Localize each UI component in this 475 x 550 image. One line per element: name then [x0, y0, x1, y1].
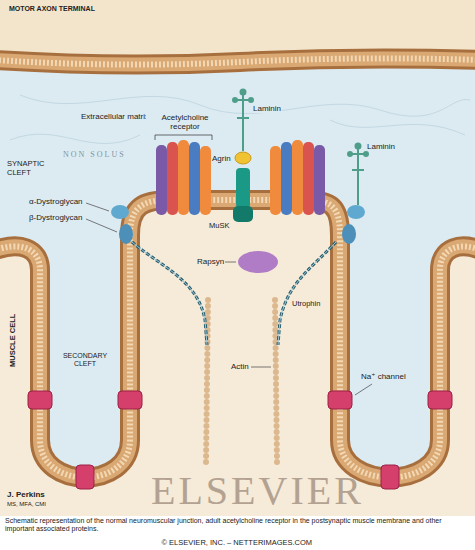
artist-credit: MS, MFA, CMI [6, 501, 47, 508]
laminin [233, 90, 368, 206]
laminin [364, 152, 368, 156]
protein-label: Na⁺ channel [360, 372, 407, 381]
acetylcholine-receptor [270, 146, 281, 215]
laminin [249, 98, 253, 102]
agrin [235, 152, 251, 164]
protein-label: β-Dystroglycan [28, 213, 84, 222]
region-label: SYNAPTIC CLEFT [6, 160, 54, 177]
matrix-fibers [330, 120, 465, 135]
acetylcholine-receptor [156, 140, 325, 215]
sodium-channel [28, 391, 52, 409]
protein-label: Utrophin [291, 300, 321, 309]
acetylcholine-receptor [178, 140, 189, 215]
protein-label: Agrin [211, 154, 232, 163]
actin-filament [206, 300, 277, 462]
axon-membrane [0, 58, 475, 64]
rapsyn [238, 251, 278, 273]
laminin [237, 117, 249, 119]
protein-label: Acetylcholine receptor [146, 113, 224, 131]
utrophin [132, 242, 336, 345]
leader-line [86, 203, 109, 211]
axon-membrane [0, 58, 475, 64]
acetylcholine-receptor [167, 142, 178, 215]
sodium-channel [76, 465, 94, 489]
leader-line [355, 384, 372, 395]
laminin [352, 169, 364, 171]
region-label: SECONDARY CLEFT [52, 352, 118, 368]
acetylcholine-receptor [292, 140, 303, 215]
matrix-fibers [10, 134, 140, 143]
receptor-bracket [155, 135, 212, 140]
muscle-cytoplasm [0, 200, 475, 516]
dystroglycan [111, 205, 365, 244]
muscle-membrane [0, 200, 475, 478]
actin-filament [275, 300, 277, 462]
muscle-membrane [0, 200, 475, 478]
protein-label: MuSK [208, 222, 230, 231]
leader-line [86, 219, 117, 232]
dystroglycan [119, 224, 133, 244]
axon-membrane [0, 58, 475, 64]
protein-label: Actin [230, 362, 250, 371]
matrix-label: Extracellular matrix [80, 112, 150, 121]
protein-label: Laminin [252, 104, 282, 113]
utrophin [278, 242, 336, 345]
protein-label: Rapsyn [196, 257, 225, 266]
sodium-channel [428, 391, 452, 409]
acetylcholine-receptor [200, 146, 211, 215]
laminin [348, 152, 352, 156]
leader-line [86, 203, 372, 395]
acetylcholine-receptor [156, 145, 167, 215]
axon-membrane [0, 58, 475, 64]
muscle-cytoplasm [0, 200, 475, 516]
copyright: © ELSEVIER, INC. – NETTERIMAGES.COM [161, 539, 314, 548]
watermark: NON SOLUS [62, 150, 127, 159]
dystroglycan [111, 205, 129, 219]
receptor-bracket [155, 135, 212, 140]
acetylcholine-receptor [281, 142, 292, 215]
leader-line [225, 262, 236, 263]
caption: Schematic representation of the normal n… [4, 517, 471, 532]
muscle-membrane [0, 200, 475, 478]
sodium-channel [328, 391, 352, 409]
muscle-membrane [0, 200, 475, 478]
protein-label: Laminin [366, 142, 396, 151]
rapsyn [238, 251, 278, 273]
matrix-fibers [10, 95, 470, 144]
laminin [241, 90, 246, 95]
protein-label: α-Dystroglycan [28, 197, 84, 206]
musk [233, 168, 253, 222]
dystroglycan [342, 224, 356, 244]
acetylcholine-receptor [189, 142, 200, 215]
laminin [356, 144, 361, 149]
utrophin [278, 242, 336, 345]
artist-credit: J. Perkins [6, 490, 46, 499]
acetylcholine-receptor [303, 142, 314, 215]
musk [236, 168, 250, 208]
region-label: MUSCLE CELL [9, 312, 18, 367]
dystroglycan [347, 205, 365, 219]
agrin [235, 152, 251, 164]
sodium-channel [381, 465, 399, 489]
watermark: ELSEVIER [150, 468, 365, 514]
laminin [233, 98, 237, 102]
region-label: MOTOR AXON TERMINAL [8, 5, 96, 13]
leader-line [251, 367, 271, 368]
sodium-channel [118, 391, 142, 409]
acetylcholine-receptor [314, 145, 325, 215]
musk [233, 206, 253, 222]
